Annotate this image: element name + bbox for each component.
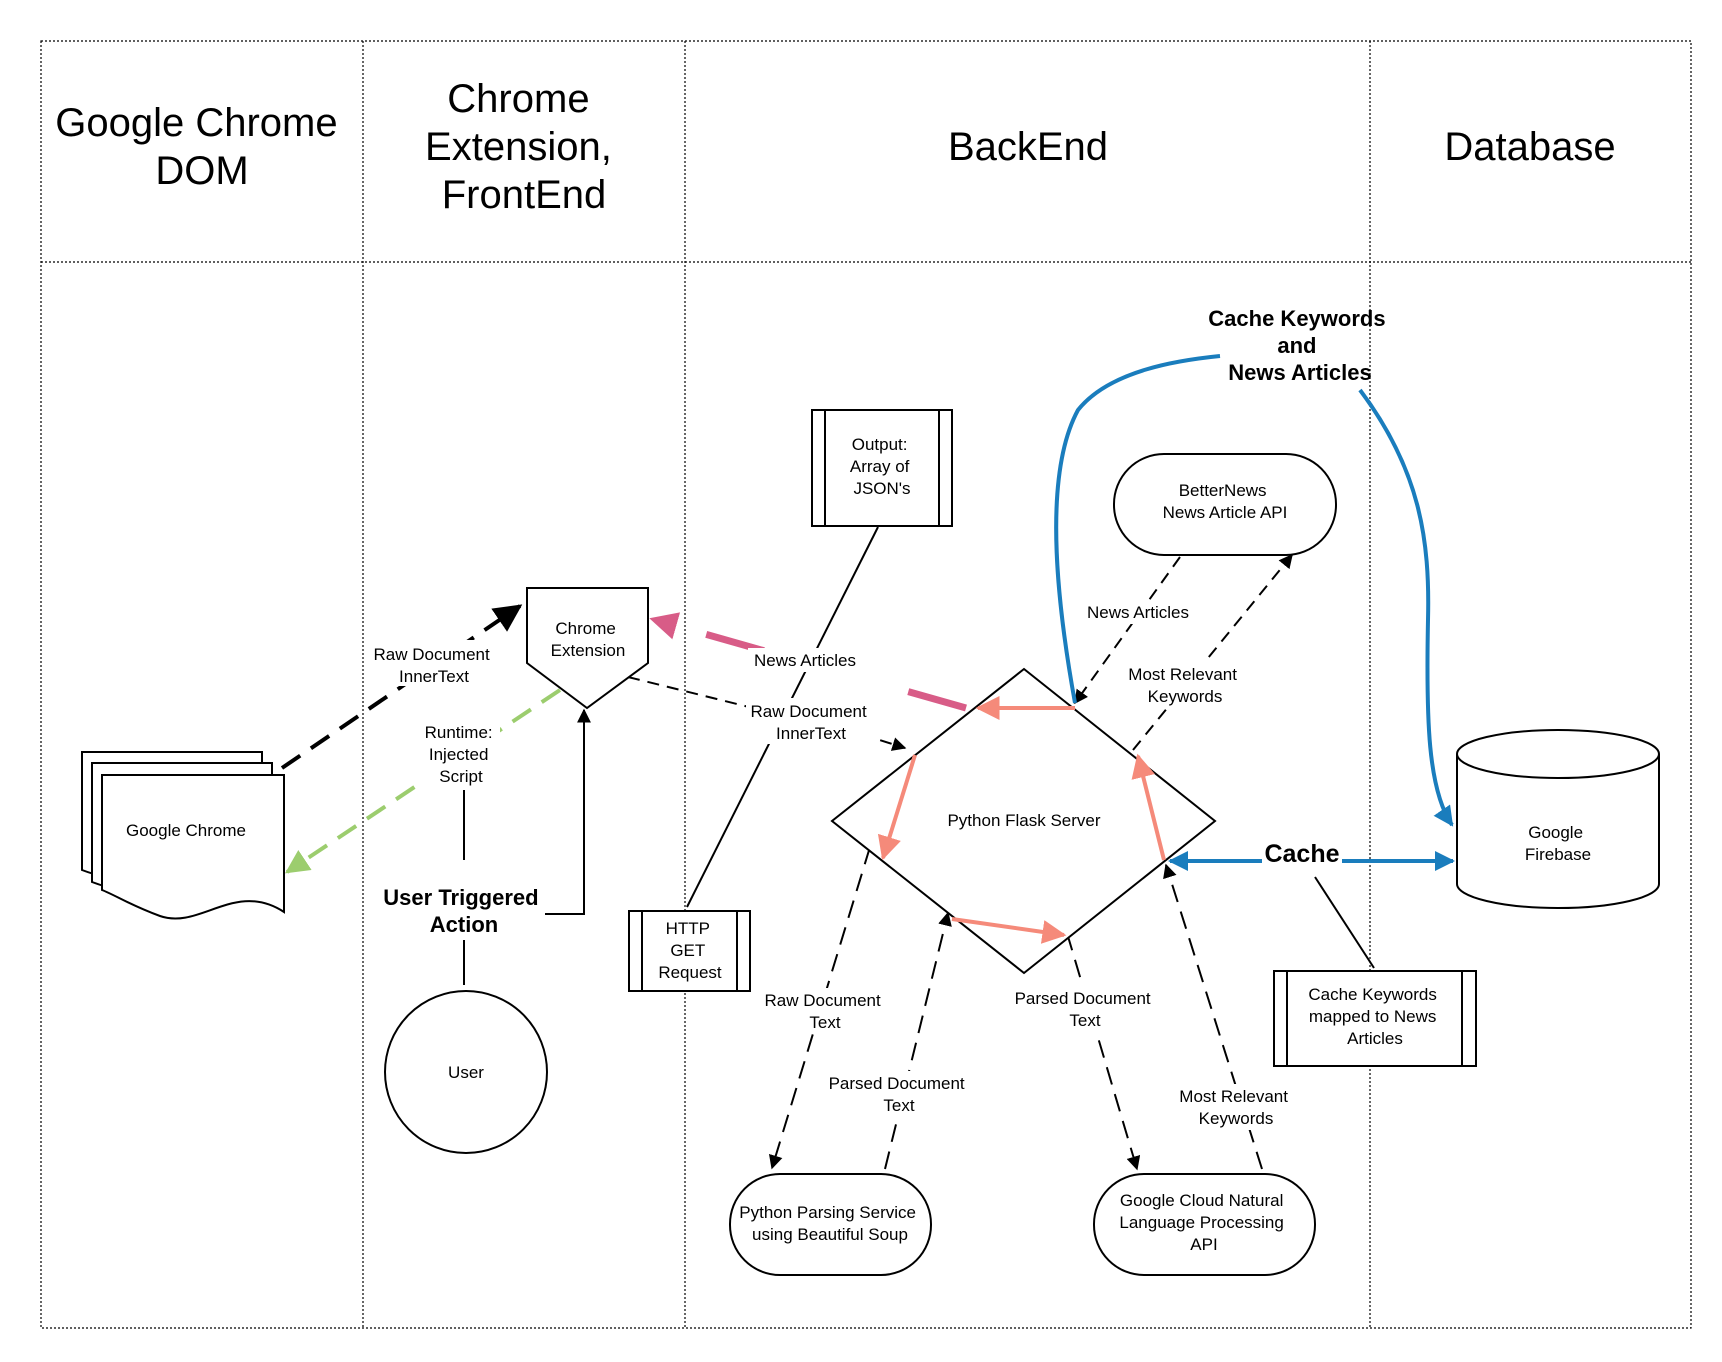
lane-title-database: Database [1444, 125, 1615, 169]
edge-api-news-articles [1074, 556, 1181, 705]
http-request-label: HTTP GET Request [658, 919, 722, 982]
label-most-relevant-nlp: Most Relevant Keywords [1177, 1084, 1295, 1130]
label-parsed-doc-right: Parsed Document Text [1012, 986, 1158, 1032]
svg-text:Raw Document Text: Raw Document Text [765, 991, 886, 1032]
label-news-articles-top: News Articles [748, 648, 862, 672]
svg-text:Parsed Document Text: Parsed Document Text [1015, 989, 1156, 1030]
label-news-articles-api: News Articles [1082, 600, 1194, 624]
edge-raw-innertext-to-extension [280, 604, 523, 770]
flask-server-label: Python Flask Server [947, 811, 1100, 830]
lane-title-chrome-dom: Google Chrome DOM [55, 101, 349, 193]
betternews-api-node [1113, 453, 1337, 556]
user-node [384, 990, 548, 1154]
lane-title-extension: Chrome Extension, FrontEnd [425, 77, 623, 217]
svg-text:News Articles: News Articles [754, 651, 856, 670]
label-most-relevant-api: Most Relevant Keywords [1126, 662, 1244, 708]
edge-parsed-doc-to-nlp [1066, 932, 1141, 1171]
svg-text:User Triggered Action: User Triggered Action [383, 885, 544, 937]
google-nlp-label: Google Cloud Natural Language Processing… [1119, 1191, 1288, 1254]
google-chrome-node [81, 751, 285, 920]
swimlane-grid [40, 40, 1692, 1329]
svg-text:Most Relevant Keywords: Most Relevant Keywords [1179, 1087, 1292, 1128]
user-label: User [448, 1063, 484, 1082]
svg-text:Runtime: Injected: Runtime: Injected Script [425, 723, 498, 786]
svg-text:Cache: Cache [1264, 840, 1339, 868]
edge-cache-to-firebase [1358, 388, 1454, 827]
chrome-extension-label: Chrome Extension [551, 619, 626, 660]
label-cache-keywords-top: Cache Keywords and News Articles [1208, 306, 1391, 385]
edge-parsed-doc-from-parser [884, 911, 952, 1170]
edge-news-articles-to-extension [649, 612, 967, 712]
edge-most-relevant-from-nlp [1163, 863, 1263, 1170]
firebase-node [1456, 729, 1660, 909]
label-user-triggered-action: User Triggered Action [383, 880, 545, 940]
parsing-service-label: Python Parsing Service using Beautiful S… [739, 1203, 920, 1244]
label-parsed-doc-left: Parsed Document Text [826, 1071, 972, 1117]
output-label: Output: Array of JSON's [850, 435, 914, 498]
label-raw-doc-text: Raw Document Text [762, 988, 888, 1034]
output-node [811, 409, 953, 527]
flask-internal-flow [877, 696, 1166, 944]
svg-text:Raw Document InnerText: Raw Document InnerText [374, 645, 495, 686]
cache-note-node [1273, 970, 1477, 1067]
cache-note-label: Cache Keywords mapped to News Articles [1308, 985, 1441, 1048]
chrome-extension-node [526, 587, 649, 710]
lane-title-backend: BackEnd [948, 125, 1108, 169]
http-request-node [628, 910, 751, 992]
label-raw-innertext-mid: Raw Document InnerText [746, 698, 876, 744]
svg-text:Parsed Document Text: Parsed Document Text [829, 1074, 970, 1115]
edge-api-most-relevant [1132, 553, 1293, 751]
edge-cache-note-connector [1314, 876, 1375, 969]
edge-injected-script [285, 688, 562, 874]
svg-text:Raw Document InnerText: Raw Document InnerText [751, 702, 872, 743]
firebase-label: Google Firebase [1525, 823, 1591, 864]
label-cache: Cache [1262, 840, 1342, 872]
betternews-api-label: BetterNews News Article API [1163, 481, 1288, 522]
label-raw-innertext-left: Raw Document InnerText [370, 640, 498, 686]
svg-text:Most Relevant Keywords: Most Relevant Keywords [1128, 665, 1241, 706]
svg-text:News Articles: News Articles [1087, 603, 1189, 622]
parsing-service-node [729, 1173, 932, 1276]
edge-cache-keywords-articles [1054, 354, 1221, 704]
google-chrome-label: Google Chrome [126, 821, 246, 840]
svg-text:Cache Keywords and: Cache Keywords and News Articles [1208, 306, 1391, 385]
label-runtime-script: Runtime: Injected Script [422, 718, 500, 788]
google-nlp-node [1093, 1173, 1316, 1276]
